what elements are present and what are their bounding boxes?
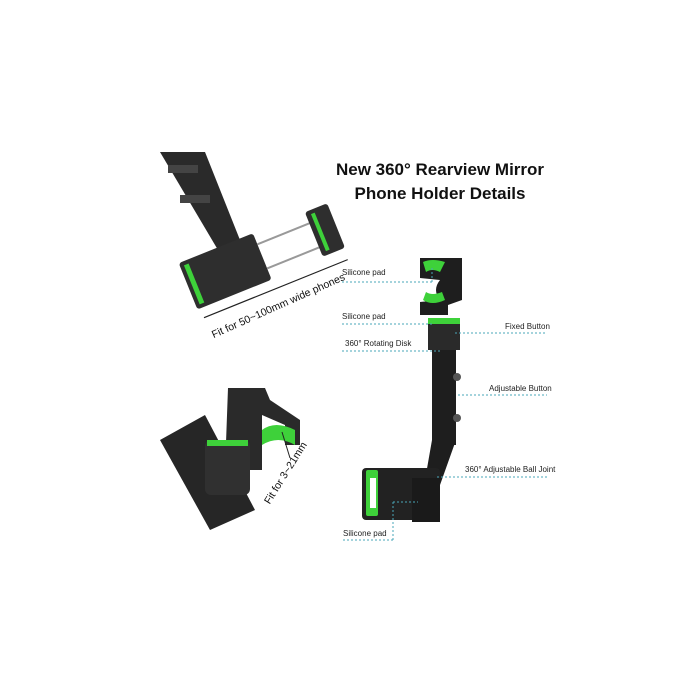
mirror-clamp	[160, 388, 300, 530]
title-line-1: New 360° Rearview Mirror	[335, 160, 545, 179]
label-fixed-button: Fixed Button	[505, 322, 550, 331]
title-line-2: Phone Holder Details	[354, 184, 526, 203]
label-silicone-pad-bottom: Silicone pad	[343, 529, 387, 538]
label-rotating-disk: 360° Rotating Disk	[345, 339, 412, 348]
label-ball-joint: 360° Adjustable Ball Joint	[465, 465, 556, 474]
label-silicone-pad-mid: Silicone pad	[342, 312, 386, 321]
label-silicone-pad-top: Silicone pad	[342, 268, 386, 277]
arm-top-left	[160, 152, 240, 250]
main-holder	[362, 258, 462, 522]
clamp-top-left	[179, 204, 348, 319]
leader-lines	[342, 268, 547, 541]
label-adjustable-button: Adjustable Button	[489, 384, 552, 393]
